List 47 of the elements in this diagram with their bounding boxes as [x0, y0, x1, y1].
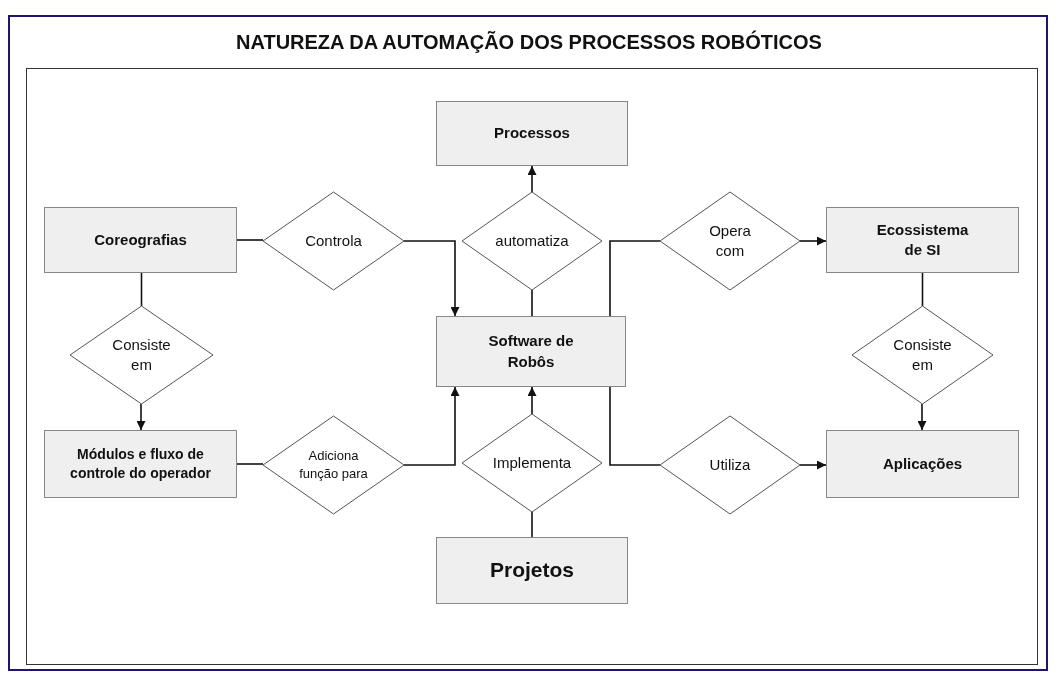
connector-line	[609, 240, 661, 317]
arrow	[527, 165, 537, 193]
entity-box	[44, 207, 237, 273]
node-label: Consiste em	[892, 334, 953, 375]
node-label: Ecossistema de SI	[875, 219, 970, 260]
arrow	[403, 386, 460, 466]
decision-diamond	[660, 416, 800, 514]
node-label: Projetos	[490, 557, 574, 584]
decision-diamond	[462, 414, 602, 512]
decision-diamond	[70, 306, 213, 404]
node-label: Utiliza	[709, 454, 751, 475]
decision-diamond	[263, 192, 404, 290]
arrow	[799, 460, 827, 470]
node-label: Adiciona função para	[298, 447, 369, 483]
connector-line	[236, 239, 264, 241]
node-label: automatiza	[495, 230, 569, 251]
connector-line	[236, 463, 264, 465]
decision-diamond	[660, 192, 800, 290]
diagram-title: NATUREZA DA AUTOMAÇÃO DOS PROCESSOS ROBÓTICOS	[235, 31, 823, 54]
connector-line	[531, 511, 533, 538]
entity-box	[436, 101, 628, 166]
entity-box	[826, 207, 1019, 273]
node-label: Módulos e fluxo de controle do operador	[69, 445, 212, 483]
arrow	[403, 240, 460, 317]
node-label: Coreografias	[94, 229, 187, 250]
decision-diamond	[852, 306, 993, 404]
node-label: Processos	[494, 123, 570, 144]
node-label: Opera com	[708, 220, 752, 261]
connector-line	[609, 386, 661, 466]
connector-line	[921, 272, 924, 307]
decision-diamond	[263, 416, 404, 514]
node-label: Controla	[305, 230, 362, 251]
entity-box	[436, 316, 626, 387]
entity-box	[826, 430, 1019, 498]
connector-line	[140, 272, 143, 307]
node-label: Aplicações	[882, 453, 963, 474]
node-label: Software de Robôs	[487, 331, 575, 372]
arrow	[917, 403, 927, 431]
connector-line	[531, 289, 533, 317]
entity-box	[436, 537, 628, 604]
decision-diamond	[462, 192, 602, 290]
node-label: Consiste em	[111, 334, 172, 375]
entity-box	[44, 430, 237, 498]
arrow	[136, 403, 146, 431]
arrow	[527, 386, 537, 415]
node-label: Implementa	[492, 452, 572, 473]
arrow	[799, 236, 827, 246]
